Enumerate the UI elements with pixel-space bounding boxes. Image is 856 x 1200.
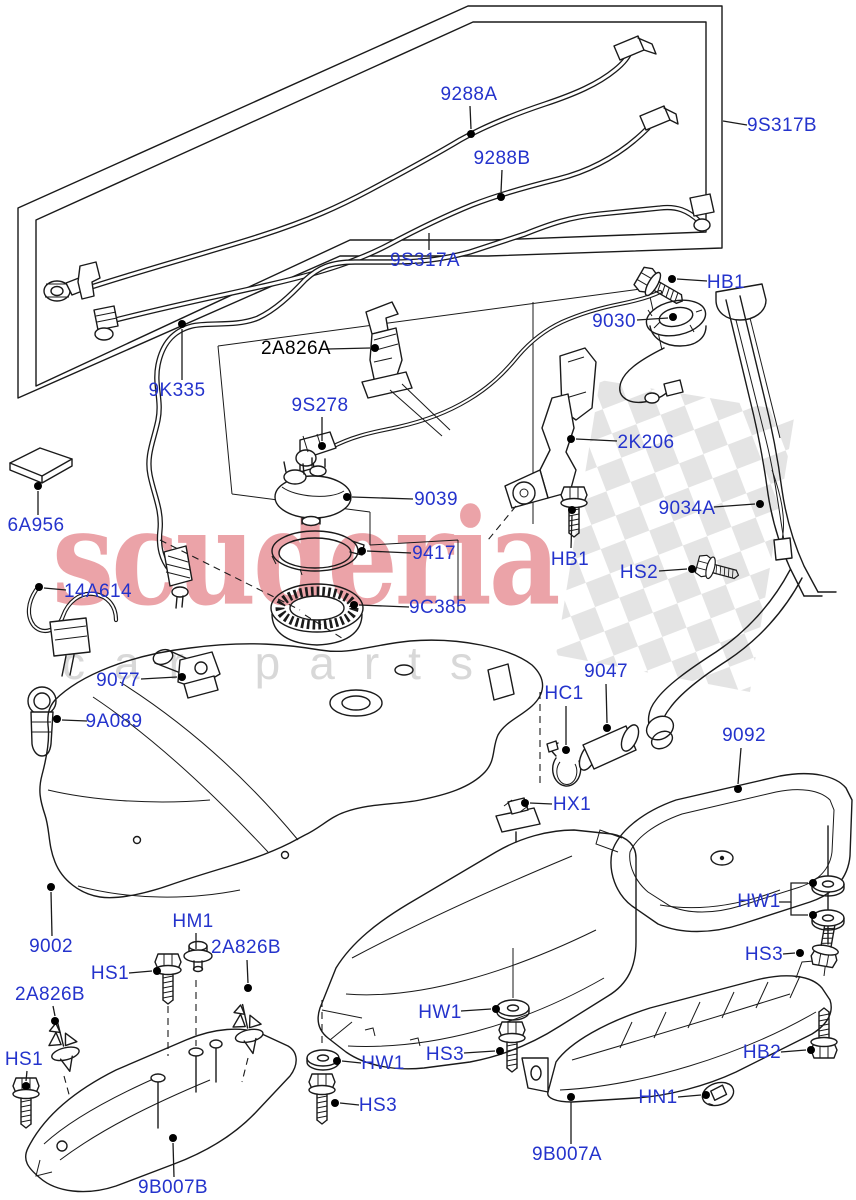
part-label-hw1[interactable]: HW1 <box>737 891 781 912</box>
part-label-hs1[interactable]: HS1 <box>90 963 130 984</box>
part-label-9b007b[interactable]: 9B007B <box>137 1177 209 1198</box>
washer-hw1-left <box>306 1049 340 1071</box>
seal-9c385 <box>270 583 364 646</box>
part-label-hb1[interactable]: HB1 <box>706 272 746 293</box>
part-label-9a089[interactable]: 9A089 <box>85 711 143 732</box>
part-label-hm1[interactable]: HM1 <box>172 911 214 932</box>
part-label-9k335[interactable]: 9K335 <box>148 380 206 401</box>
part-label-hb1[interactable]: HB1 <box>550 549 590 570</box>
watermark-subtitle: car parts <box>62 637 502 689</box>
part-label-2k206[interactable]: 2K206 <box>617 432 675 453</box>
fuel-lines-frame <box>17 5 723 399</box>
part-label-9288b[interactable]: 9288B <box>473 148 531 169</box>
pad-6a956 <box>9 447 73 484</box>
fuel-pipe-9288a <box>85 35 657 291</box>
shield-9b007b <box>24 1028 297 1193</box>
clamp-hc1 <box>546 740 582 787</box>
bolt-hb1-lower <box>560 486 588 538</box>
shield-9b007a <box>521 959 832 1103</box>
screw-hs2 <box>693 552 742 587</box>
hose-9047 <box>578 724 640 771</box>
fuel-pump-module-9039 <box>274 457 352 527</box>
fuel-hose-9s278-run <box>327 289 663 451</box>
locator-dash-1 <box>159 539 301 611</box>
part-label-9039[interactable]: 9039 <box>414 489 458 510</box>
part-label-hs3[interactable]: HS3 <box>744 944 784 965</box>
part-label-hn1[interactable]: HN1 <box>638 1087 678 1108</box>
part-label-9b007a[interactable]: 9B007A <box>531 1144 603 1165</box>
part-label-hb2[interactable]: HB2 <box>742 1042 782 1063</box>
part-label-hc1[interactable]: HC1 <box>544 683 584 704</box>
clip-hx1 <box>495 797 541 843</box>
filler-pipe-9034a <box>559 283 837 750</box>
part-label-9092[interactable]: 9092 <box>722 725 766 746</box>
lock-ring-9417 <box>271 530 365 576</box>
bolt-hs1-upper <box>154 953 182 1005</box>
part-label-2a826b[interactable]: 2A826B <box>14 984 86 1005</box>
part-label-hw1[interactable]: HW1 <box>418 1002 462 1023</box>
part-label-2a826b[interactable]: 2A826B <box>210 937 282 958</box>
part-label-hw1[interactable]: HW1 <box>361 1053 405 1074</box>
middle-heat-shield <box>317 829 637 1070</box>
part-label-9047[interactable]: 9047 <box>584 661 628 682</box>
bolt-hb2 <box>810 1007 838 1059</box>
part-label-hs1[interactable]: HS1 <box>4 1049 44 1070</box>
part-label-hs3[interactable]: HS3 <box>425 1044 465 1065</box>
bracket-2k206 <box>487 393 577 541</box>
part-label-9077[interactable]: 9077 <box>96 670 140 691</box>
washer-hw1-mid <box>496 999 530 1021</box>
pipe-end-fittings <box>43 261 119 341</box>
checker-band <box>556 380 795 692</box>
elbow-9s278 <box>295 431 337 473</box>
bracket-9077 <box>152 648 221 699</box>
fuel-cap-9030 <box>619 299 707 404</box>
part-label-2a826a: 2A826A <box>260 338 332 359</box>
part-label-9002[interactable]: 9002 <box>29 936 73 957</box>
part-label-14a614[interactable]: 14A614 <box>64 581 132 602</box>
part-label-9030[interactable]: 9030 <box>592 311 636 332</box>
valve-9a089 <box>27 686 57 757</box>
part-label-9s278[interactable]: 9S278 <box>291 395 349 416</box>
fuel-pipe-9s317a-9k335 <box>146 193 715 609</box>
fuel-tank-drawing <box>39 639 544 899</box>
part-label-6a956[interactable]: 6A956 <box>7 515 65 536</box>
part-label-9034a[interactable]: 9034A <box>658 498 716 519</box>
part-label-9417[interactable]: 9417 <box>412 543 456 564</box>
bolt-hs3-left <box>308 1073 336 1125</box>
part-label-9s317a[interactable]: 9S317A <box>389 250 461 271</box>
clip-2a826b-left <box>43 1018 85 1076</box>
part-label-hs3[interactable]: HS3 <box>358 1095 398 1116</box>
part-label-hs2[interactable]: HS2 <box>619 562 659 583</box>
bracket-2a826a <box>361 301 451 437</box>
assembly-dashed-lines <box>63 948 514 1099</box>
nut-hn1 <box>698 1077 738 1111</box>
part-label-9c385[interactable]: 9C385 <box>409 597 467 618</box>
part-label-9288a[interactable]: 9288A <box>440 84 498 105</box>
nut-hm1 <box>183 940 213 973</box>
fuel-pipe-9288b <box>97 105 679 327</box>
part-label-9s317b[interactable]: 9S317B <box>746 115 818 136</box>
locator-dash-2 <box>304 614 346 641</box>
strap-14a614 <box>26 587 119 677</box>
bolt-hs1-lower <box>12 1077 40 1129</box>
part-label-hx1[interactable]: HX1 <box>552 794 592 815</box>
